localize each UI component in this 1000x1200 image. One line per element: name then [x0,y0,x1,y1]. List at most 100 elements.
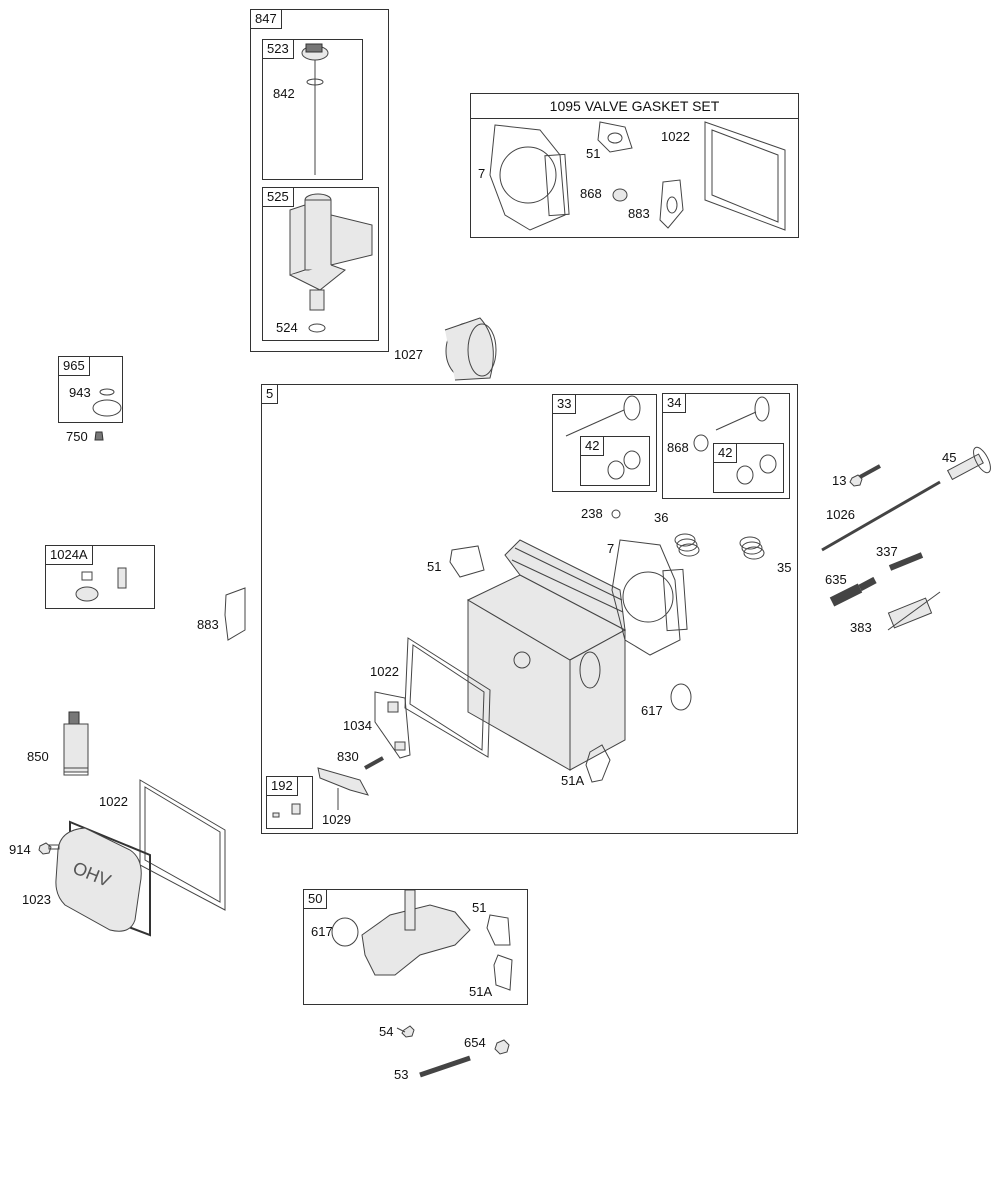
group-exhaust-valve: 33 [552,394,657,492]
callout-1034: 1034 [343,718,372,733]
group-intake-valve: 34 [662,393,790,499]
callout-654: 654 [464,1035,486,1050]
callout-1027: 1027 [394,347,423,362]
callout-36: 36 [654,510,669,525]
gasket-883-illustration [224,587,246,641]
dipstick-illustration [301,43,329,175]
valve-spring-35-illustration [739,536,765,560]
callout-842: 842 [273,86,295,101]
group-tag: 50 [303,889,328,909]
valve-gasket-set-illustration [489,121,786,231]
callout-1029: 1029 [322,812,351,827]
callout-head-617: 617 [641,703,663,718]
callout-head-1022: 1022 [370,664,399,679]
oil-filter-illustration [444,317,497,381]
callout-1026: 1026 [826,507,855,522]
retainer-238-illustration [611,509,621,519]
cylinder-head-illustration [466,539,627,771]
group-tag: 34 [662,393,687,413]
valve-gasket-set-title: 1095 VALVE GASKET SET [471,94,798,119]
callout-238: 238 [581,506,603,521]
callout-35: 35 [777,560,792,575]
callout-914: 914 [9,842,31,857]
callout-750: 750 [66,429,88,444]
stud-53-illustration [419,1055,471,1078]
tappet-45-illustration [946,446,991,481]
group-tag: 523 [262,39,294,59]
dipstick-tube-illustration [289,193,373,333]
valve-spring-36-illustration [674,533,700,557]
callout-943: 943 [69,385,91,400]
group-tag: 42 [713,443,738,463]
group-cylinder-head-assembly: 5 [261,384,798,834]
group-tag: 42 [580,436,605,456]
group-valve-gasket-set: 1095 VALVE GASKET SET [470,93,799,238]
cover-1029-illustration [317,767,369,796]
callout-seal-868: 868 [580,186,602,201]
callout-45: 45 [942,450,957,465]
head-gasket-7-illustration [611,539,688,656]
callout-13: 13 [832,473,847,488]
callout-524: 524 [276,320,298,335]
group-breather-kit-192: 192 [266,776,313,829]
spark-plug-337-illustration [888,552,924,571]
keepers-42a-illustration [607,450,641,480]
tool-635-illustration [829,576,877,607]
callout-head-gasket-7: 7 [607,541,615,556]
bolt-914-illustration [38,842,60,855]
group-dipstick: 523 [262,39,363,180]
callout-head-51: 51 [427,559,442,574]
screw-750-icon [94,431,104,441]
kit-192-illustration [272,803,301,818]
callout-830: 830 [337,749,359,764]
group-tag: 5 [261,384,279,404]
gasket-51-illustration [449,545,485,578]
gasket-51a-illustration [585,744,611,783]
callout-383: 383 [850,620,872,635]
stud-830-illustration [364,756,384,770]
callout-883: 883 [197,617,219,632]
group-kit-1024a: 1024A [45,545,155,609]
callout-manifold-51a: 51A [469,984,493,999]
callout-manifold-617: 617 [311,924,333,939]
keepers-42b-illustration [736,454,777,485]
intake-manifold-illustration [331,889,513,991]
group-tag: 192 [266,776,298,796]
pushrod-1026-illustration [821,480,941,552]
oring-617-illustration [670,683,692,711]
callout-54: 54 [379,1024,394,1039]
group-tag: 525 [262,187,294,207]
callout-head-51a: 51A [561,773,585,788]
callout-gasket-7: 7 [478,166,486,181]
nut-654-illustration [494,1039,510,1055]
callout-gasket-1022: 1022 [661,129,690,144]
callout-intake-seal-868: 868 [667,440,689,455]
callout-1022: 1022 [99,794,128,809]
callout-850: 850 [27,749,49,764]
callout-gasket-883: 883 [628,206,650,221]
group-exhaust-valve-keepers: 42 [580,436,650,486]
group-dipstick-tube-kit: 847 [250,9,389,352]
callout-gasket-51: 51 [586,146,601,161]
group-tag: 1024A [45,545,93,565]
callout-manifold-51: 51 [472,900,487,915]
sealant-tube-illustration [63,711,89,776]
group-breather-kit: 965 [58,356,123,423]
rocker-gasket-1022-illustration [404,637,491,758]
group-intake-manifold: 50 [303,889,528,1005]
valve-34-illustration [693,396,770,452]
callout-1023: 1023 [22,892,51,907]
callout-337: 337 [876,544,898,559]
plate-1034-illustration [374,691,411,759]
group-dipstick-tube: 525 [262,187,379,341]
rocker-cover-illustration: OHV [55,779,226,937]
callout-53: 53 [394,1067,409,1082]
valve-33-illustration [565,395,641,437]
tool-383-illustration [887,591,941,631]
bolt-13-illustration [849,464,881,487]
group-tag: 33 [552,394,577,414]
breather-illustration [92,388,122,417]
group-tag: 965 [58,356,90,376]
kit-1024a-illustration [75,567,127,602]
